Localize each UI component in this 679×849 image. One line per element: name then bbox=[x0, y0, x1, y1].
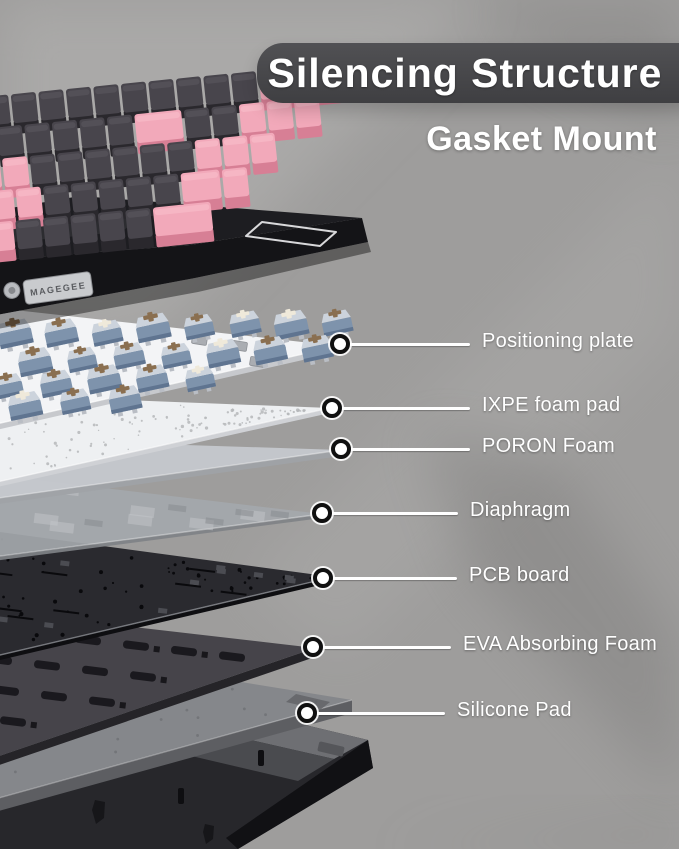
switches-group bbox=[0, 308, 354, 424]
brand-badge: MAGEGEE bbox=[3, 271, 94, 305]
layer-ixpe-foam bbox=[0, 395, 331, 487]
title-banner: Silencing Structure bbox=[257, 43, 679, 103]
layer-diaphragm bbox=[0, 475, 323, 561]
page-title: Silencing Structure bbox=[267, 49, 663, 96]
layer-pcb bbox=[0, 532, 334, 660]
subtitle: Gasket Mount bbox=[426, 120, 657, 158]
layer-eva-foam bbox=[0, 611, 315, 765]
